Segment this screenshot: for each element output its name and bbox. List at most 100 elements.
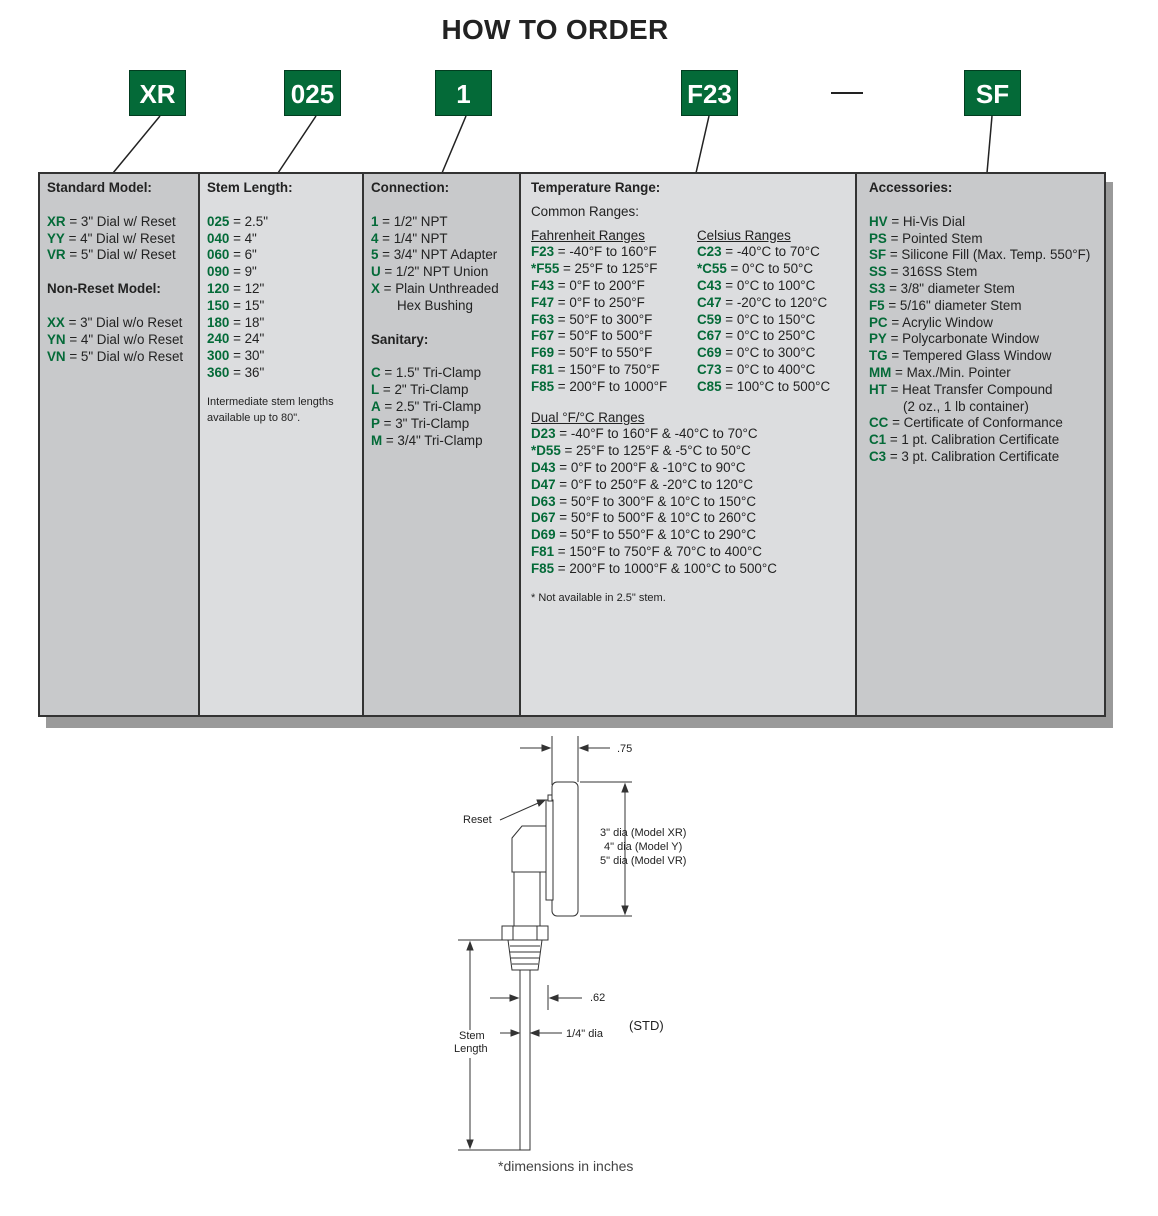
model-column: Standard Model: XR = 3" Dial w/ Reset YY…: [40, 174, 200, 715]
option-row: 240 = 24": [207, 331, 265, 347]
option-row: P = 3" Tri-Clamp: [371, 415, 470, 431]
leader-line-stem: [277, 115, 317, 174]
option-row: A = 2.5" Tri-Clamp: [371, 398, 482, 414]
option-row: F85 = 200°F to 1000°F & 100°C to 500°C: [531, 560, 777, 576]
option-row: 180 = 18": [207, 314, 265, 330]
fahrenheit-list: Fahrenheit Ranges F23 = -40°F to 160°F *…: [531, 228, 697, 396]
temperature-note: * Not available in 2.5" stem.: [531, 591, 666, 604]
connection-heading: Connection:: [371, 180, 450, 195]
std-label: (STD): [629, 1018, 664, 1033]
option-row: SS = 316SS Stem: [869, 264, 978, 280]
option-row: HT = Heat Transfer Compound: [869, 381, 1053, 397]
option-row: YY = 4" Dial w/ Reset: [47, 230, 175, 246]
leader-line-connection: [441, 115, 467, 174]
option-row: 5 = 3/4" NPT Adapter: [371, 247, 498, 263]
code-box-stem: 025: [284, 70, 341, 116]
option-row: C69 = 0°C to 300°C: [697, 345, 816, 361]
celsius-list: Celsius Ranges C23 = -40°C to 70°C *C55 …: [697, 228, 830, 396]
option-row: VR = 5" Dial w/ Reset: [47, 247, 176, 263]
dial-dia-label-2: 4" dia (Model Y): [604, 841, 683, 853]
option-row: F47 = 0°F to 250°F: [531, 294, 645, 310]
option-row: C = 1.5" Tri-Clamp: [371, 365, 482, 381]
footnote: *dimensions in inches: [498, 1158, 634, 1174]
option-row: F81 = 150°F to 750°F: [531, 361, 660, 377]
option-row: *F55 = 25°F to 125°F: [531, 261, 658, 277]
option-row: 120 = 12": [207, 280, 265, 296]
leader-lines: [112, 115, 993, 174]
option-row: C1 = 1 pt. Calibration Certificate: [869, 432, 1060, 448]
option-row: YN = 4" Dial w/o Reset: [47, 331, 184, 347]
option-row: F85 = 200°F to 1000°F: [531, 378, 668, 394]
separator-dash: [831, 92, 863, 94]
option-row: F69 = 50°F to 550°F: [531, 345, 653, 361]
option-row-continued: (2 oz., 1 lb container): [903, 398, 1029, 414]
option-row: D63 = 50°F to 300°F & 10°C to 150°C: [531, 493, 757, 509]
option-row: D23 = -40°F to 160°F & -40°C to 70°C: [531, 426, 758, 442]
option-row: D69 = 50°F to 550°F & 10°C to 290°C: [531, 527, 757, 543]
option-row: C85 = 100°C to 500°C: [697, 378, 831, 394]
nonreset-heading: Non-Reset Model:: [47, 281, 161, 297]
option-row: MM = Max./Min. Pointer: [869, 364, 1011, 380]
option-row: 150 = 15": [207, 297, 265, 313]
option-row: XX = 3" Dial w/o Reset: [47, 314, 183, 330]
stem-length-label-2: Length: [454, 1043, 488, 1055]
option-row: *D55 = 25°F to 125°F & -5°C to 50°C: [531, 443, 751, 459]
option-row: S3 = 3/8" diameter Stem: [869, 280, 1015, 296]
option-row: F43 = 0°F to 200°F: [531, 277, 645, 293]
option-row: 025 = 2.5": [207, 213, 268, 229]
temperature-column: Temperature Range: Common Ranges: Fahren…: [521, 174, 857, 715]
page-title: HOW TO ORDER: [441, 14, 669, 45]
reset-label: Reset: [463, 814, 492, 826]
option-row: XR = 3" Dial w/ Reset: [47, 213, 176, 229]
temperature-heading: Temperature Range:: [531, 180, 661, 195]
option-row: CC = Certificate of Conformance: [869, 415, 1063, 431]
stem-length-label-1: Stem: [459, 1030, 485, 1042]
option-row: 300 = 30": [207, 348, 265, 364]
option-row: D43 = 0°F to 200°F & -10°C to 90°C: [531, 459, 746, 475]
leader-line-accessories: [986, 115, 993, 174]
option-row: PY = Polycarbonate Window: [869, 331, 1040, 347]
option-row: D47 = 0°F to 250°F & -20°C to 120°C: [531, 476, 754, 492]
leader-line-temperature: [695, 115, 710, 174]
option-row: 360 = 36": [207, 364, 265, 380]
model-heading: Standard Model:: [47, 180, 152, 195]
order-table: Standard Model: XR = 3" Dial w/ Reset YY…: [38, 172, 1106, 717]
option-row: L = 2" Tri-Clamp: [371, 382, 469, 398]
code-box-temperature: F23: [681, 70, 738, 116]
option-row: D67 = 50°F to 500°F & 10°C to 260°C: [531, 510, 757, 526]
accessories-column: Accessories: HV = Hi-Vis Dial PS = Point…: [857, 174, 1104, 715]
option-row: SF = Silicone Fill (Max. Temp. 550°F): [869, 247, 1091, 263]
option-row: F5 = 5/16" diameter Stem: [869, 297, 1022, 313]
option-row: C47 = -20°C to 120°C: [697, 294, 828, 310]
code-box-model: XR: [129, 70, 186, 116]
option-row: 1 = 1/2" NPT: [371, 213, 448, 229]
code-box-accessories: SF: [964, 70, 1021, 116]
option-row: C73 = 0°C to 400°C: [697, 361, 816, 377]
common-ranges-label: Common Ranges:: [531, 203, 639, 219]
option-row-continued: Hex Bushing: [397, 297, 473, 313]
stem-dia-label: 1/4" dia: [566, 1028, 603, 1040]
connection-column: Connection: 1 = 1/2" NPT 4 = 1/4" NPT 5 …: [364, 174, 521, 715]
stem-note: Intermediate stem lengths available up t…: [207, 395, 334, 424]
option-row: PC = Acrylic Window: [869, 314, 993, 330]
option-row: HV = Hi-Vis Dial: [869, 213, 966, 229]
option-row: U = 1/2" NPT Union: [371, 264, 489, 280]
dial-dia-label-1: 3" dia (Model XR): [600, 827, 687, 839]
option-row: X = Plain Unthreaded: [371, 280, 499, 296]
sanitary-heading: Sanitary:: [371, 331, 429, 347]
option-row: PS = Pointed Stem: [869, 230, 983, 246]
stem-column: Stem Length: 025 = 2.5" 040 = 4" 060 = 6…: [200, 174, 364, 715]
option-row: F63 = 50°F to 300°F: [531, 311, 653, 327]
fahrenheit-heading: Fahrenheit Ranges: [531, 227, 645, 243]
dim-75-label: .75: [617, 743, 633, 755]
stem-heading: Stem Length:: [207, 180, 293, 195]
leader-line-model: [112, 115, 161, 174]
dial-dia-label-3: 5" dia (Model VR): [600, 855, 687, 867]
option-row: C67 = 0°C to 250°C: [697, 328, 816, 344]
option-row: VN = 5" Dial w/o Reset: [47, 348, 184, 364]
option-row: F67 = 50°F to 500°F: [531, 328, 653, 344]
option-row: C59 = 0°C to 150°C: [697, 311, 816, 327]
option-row: 4 = 1/4" NPT: [371, 230, 448, 246]
option-row: *C55 = 0°C to 50°C: [697, 261, 814, 277]
